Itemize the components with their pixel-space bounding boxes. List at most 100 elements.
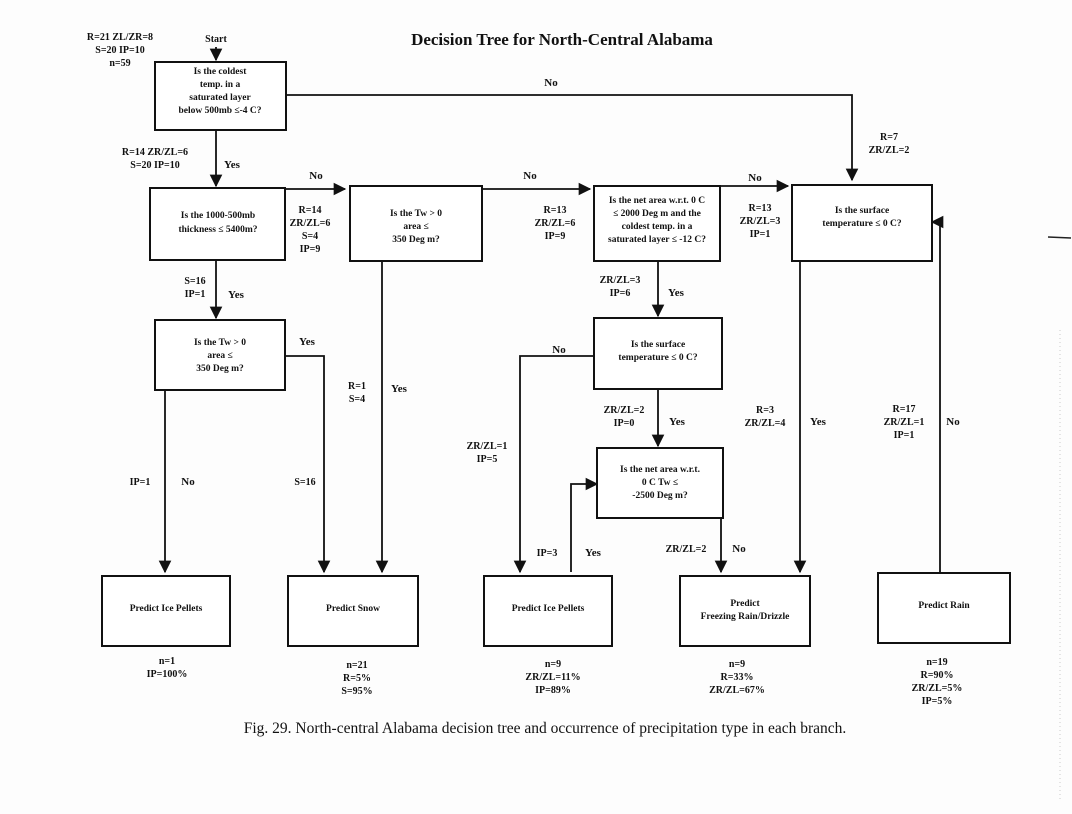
text-line: IP=100%: [147, 669, 188, 680]
text-line: coldest temp. in a: [622, 222, 693, 232]
text-line: R=21 ZL/ZR=8: [87, 32, 153, 43]
text-line: IP=1: [894, 430, 915, 441]
branch-labels: No Yes No No No Yes Yes No Yes Yes No Ye…: [181, 77, 960, 559]
question-node-net-area: Is the net area w.r.t. 0 C≤ 2000 Deg m a…: [593, 185, 721, 262]
text-line: R=1: [348, 381, 366, 392]
text-line: n=19: [926, 657, 947, 668]
svg-text:Predict Ice Pellets: Predict Ice Pellets: [512, 604, 585, 614]
text-line: Freezing Rain/Drizzle: [701, 612, 790, 622]
stats-nettw-yes: IP=3: [537, 548, 558, 559]
stats-ipq-no: IP=1: [130, 477, 151, 488]
outcome-ice-pellets-1: Predict Ice Pellets: [101, 575, 231, 647]
scan-mark: [1047, 236, 1072, 239]
text-line: R=17: [893, 404, 916, 415]
text-line: ZR/ZL=2: [666, 544, 707, 555]
text-line: S=16: [184, 276, 205, 287]
text-line: IP=89%: [535, 685, 571, 696]
text-line: below 500mb ≤-4 C?: [178, 106, 261, 116]
text-line: Is the Tw > 0: [390, 209, 442, 219]
label-no-surfmid: No: [552, 344, 566, 356]
label-yes-nettw: Yes: [585, 547, 602, 559]
text-line: ≤ 2000 Deg m and the: [613, 209, 701, 219]
text-line: IP=9: [545, 231, 566, 242]
stats-nettw-no: ZR/ZL=2: [666, 544, 707, 555]
text-line: IP=1: [130, 477, 151, 488]
edges: [158, 47, 944, 574]
figure-caption: Fig. 29. North-central Alabama decision …: [244, 720, 847, 737]
text-line: area ≤: [403, 222, 428, 232]
label-yes-thickness: Yes: [228, 289, 245, 301]
text-line: ZR/ZL=6: [290, 218, 331, 229]
text-line: 350 Deg m?: [392, 235, 440, 245]
label-no-top: No: [544, 77, 558, 89]
text-line: ZR/ZL=3: [600, 275, 641, 286]
label-yes-surfright: Yes: [810, 416, 827, 428]
label-yes-surfmid: Yes: [669, 416, 686, 428]
text-line: IP=9: [300, 244, 321, 255]
text-line: ZR/ZL=5%: [912, 683, 963, 694]
text-line: S=95%: [341, 686, 372, 697]
text-line: ZR/ZL=67%: [709, 685, 765, 696]
text-line: Is the Tw > 0: [194, 338, 246, 348]
text-line: -2500 Deg m?: [632, 491, 688, 501]
text-line: temp. in a: [200, 80, 241, 90]
question-node-tw-snow: Is the Tw > 0 area ≤ 350 Deg m?: [349, 185, 483, 262]
label-no-surfright: No: [946, 416, 960, 428]
edge-surfright-no: [930, 215, 944, 572]
text-line: R=33%: [721, 672, 754, 683]
svg-text:Predict Rain: Predict Rain: [918, 601, 970, 611]
svg-text:Predict Snow: Predict Snow: [326, 604, 380, 614]
text-line: Is the surface: [631, 340, 685, 350]
text-line: temperature ≤ 0 C?: [822, 219, 901, 229]
label-no-nettw: No: [732, 543, 746, 555]
text-line: R=3: [756, 405, 774, 416]
text-line: n=59: [109, 58, 130, 69]
svg-text:Is the net area w.r.t. 0 C≤ 20: Is the net area w.r.t. 0 C≤ 2000 Deg m a…: [608, 196, 706, 245]
text-line: R=7: [880, 132, 898, 143]
edge-nettw-yes: [570, 477, 599, 572]
label-no-netarea: No: [748, 172, 762, 184]
text-line: Is the coldest: [194, 67, 248, 77]
text-line: S=4: [349, 394, 365, 405]
stats-ipq-yes: S=16: [294, 477, 315, 488]
text-line: n=9: [545, 659, 561, 670]
label-yes-ipq: Yes: [299, 336, 316, 348]
label-no-thickness: No: [309, 170, 323, 182]
svg-text:Is the net area w.r.t.0 C Tw ≤: Is the net area w.r.t.0 C Tw ≤-2500 Deg …: [620, 465, 700, 501]
text-line: ZR/ZL=4: [745, 418, 786, 429]
edge-coldest-no: [286, 94, 859, 182]
text-line: Predict Snow: [326, 604, 380, 614]
text-line: ZR/ZL=11%: [525, 672, 580, 683]
text-line: R=90%: [921, 670, 954, 681]
text-line: S=4: [302, 231, 318, 242]
text-line: R=13: [749, 203, 772, 214]
text-line: R=5%: [343, 673, 371, 684]
text-line: n=1: [159, 656, 175, 667]
